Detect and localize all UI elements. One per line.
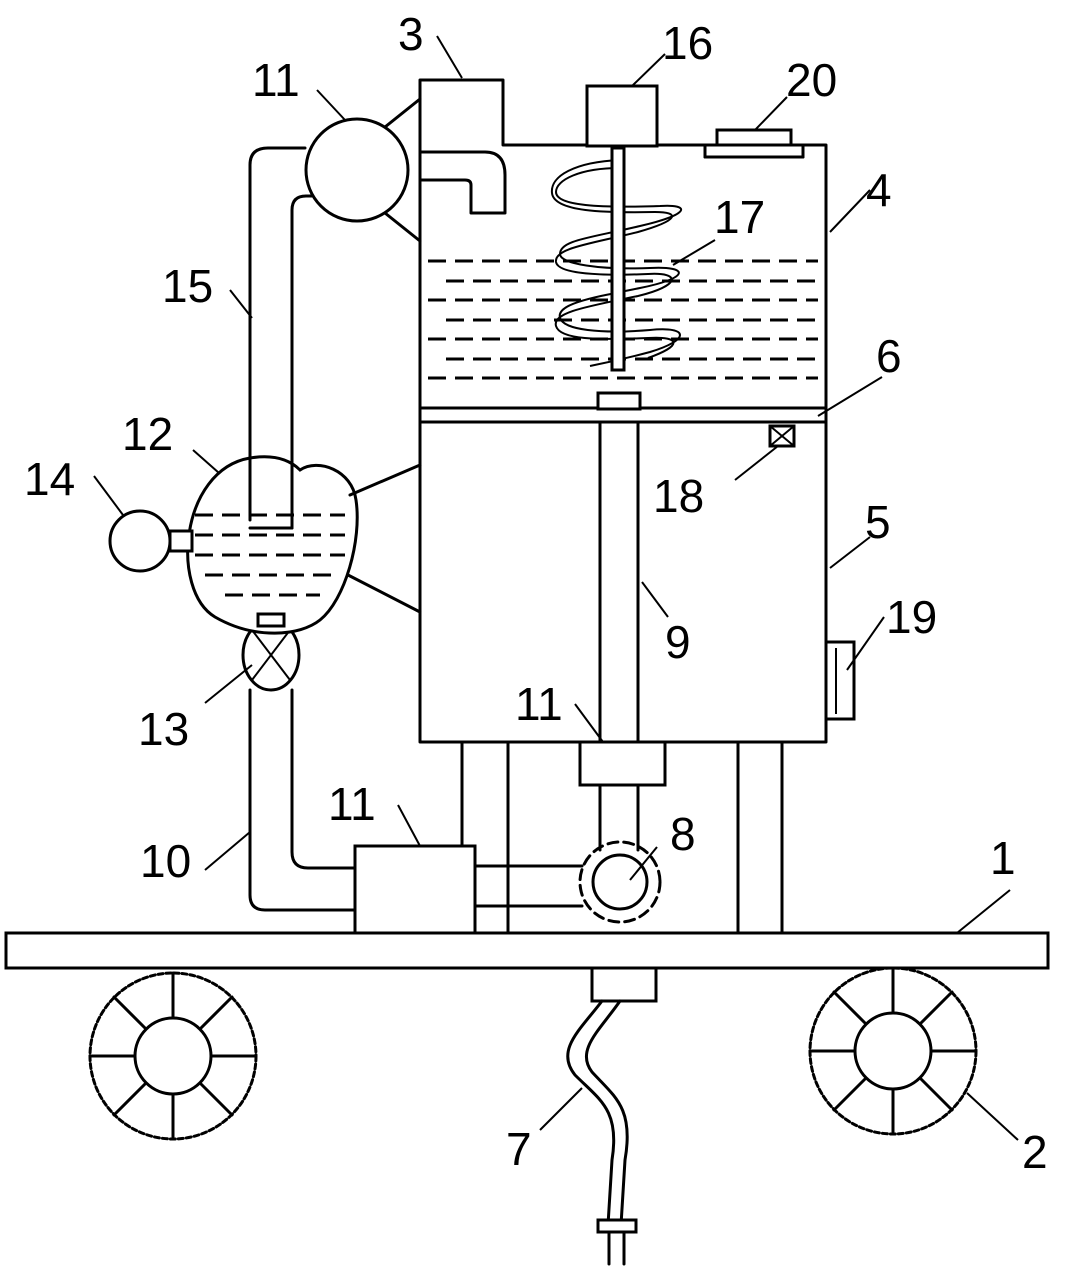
dosing-bottle: [186, 455, 359, 635]
label-16: 16: [662, 17, 713, 69]
lower-tank: [418, 420, 828, 744]
vertical-tube: [598, 420, 640, 852]
shaft-bearing: [596, 391, 642, 411]
pipe-15-inner: [290, 194, 314, 530]
upper-tank-liquid: [428, 259, 818, 380]
label-7: 7: [506, 1123, 532, 1175]
label-11-base: 11: [328, 778, 376, 830]
label-15: 15: [162, 260, 213, 312]
drain-valve: [768, 424, 796, 448]
label-1: 1: [990, 832, 1016, 884]
label-4: 4: [866, 164, 892, 216]
label-17: 17: [714, 191, 765, 243]
stirring-helix: [550, 146, 682, 372]
wheel-right: [808, 966, 978, 1136]
inlet-hopper: [418, 150, 507, 215]
pump-base: [353, 844, 477, 935]
label-20: 20: [786, 54, 837, 106]
label-12: 12: [122, 408, 173, 460]
label-3: 3: [398, 8, 424, 60]
pump-top: [304, 117, 410, 223]
connector-pipe: [473, 864, 584, 908]
pipe-15-outer: [248, 146, 307, 522]
label-5: 5: [865, 496, 891, 548]
pressure-gauge: [108, 509, 194, 573]
part-labels: 3 16 20 4 17 6 18 5 19 9 11 8 1 2 7 11 1…: [24, 8, 1048, 1178]
rotary-joint: [578, 840, 662, 924]
pipe-10-inner: [290, 688, 357, 870]
top-cover: [715, 128, 793, 147]
wheel-left: [88, 971, 258, 1141]
outlet-pipe: [566, 966, 658, 1266]
label-13: 13: [138, 703, 189, 755]
label-18: 18: [653, 470, 704, 522]
label-11-top: 11: [252, 54, 300, 106]
label-14: 14: [24, 453, 75, 505]
leader-lines: [93, 35, 1019, 1141]
label-11-lower: 11: [515, 678, 563, 730]
pump-top-brackets: [383, 97, 422, 243]
support-legs: [460, 740, 784, 935]
label-2: 2: [1022, 1126, 1048, 1178]
label-8: 8: [670, 808, 696, 860]
bottle-brackets: [346, 463, 422, 614]
pipe-10-outer: [248, 688, 357, 912]
stirring-motor: [585, 84, 659, 148]
side-port: [824, 640, 856, 721]
label-9: 9: [665, 616, 691, 668]
label-19: 19: [886, 591, 937, 643]
pump-lower: [578, 740, 667, 787]
label-6: 6: [876, 330, 902, 382]
label-10: 10: [140, 835, 191, 887]
base-plate: [4, 931, 1050, 970]
